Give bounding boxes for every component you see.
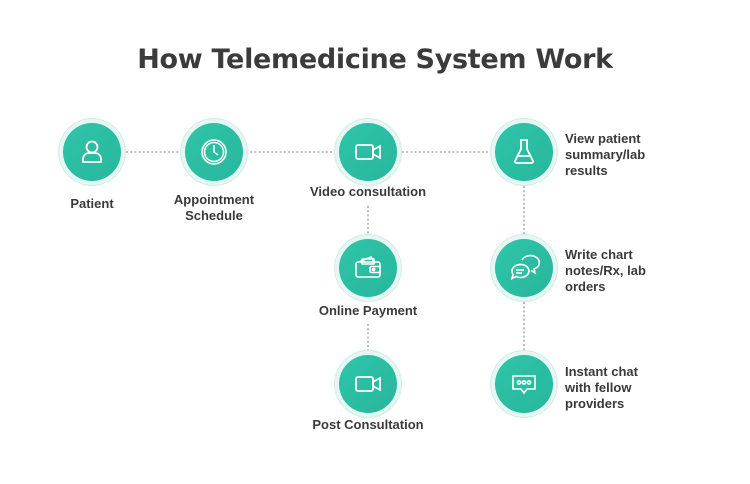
lab-label-line3: results (565, 163, 608, 178)
user-icon (82, 140, 102, 163)
notes-label: Write chart notes/Rx, lab orders (565, 247, 675, 295)
wallet-icon (355, 255, 381, 278)
video-camera-icon (355, 376, 381, 392)
appointment-node (185, 123, 243, 181)
appointment-label-line2: Schedule (185, 208, 243, 223)
chat-label-line3: providers (565, 396, 625, 411)
lab-label: View patient summary/lab results (565, 131, 675, 179)
diagram-title: How Telemedicine System Work (137, 44, 613, 75)
notes-node (495, 239, 553, 297)
chat-label: Instant chat with fellow providers (565, 364, 675, 412)
post-label: Post Consultation (312, 417, 424, 432)
chat-label-line2: with fellow (565, 380, 632, 395)
video-node (339, 123, 397, 181)
patient-node (63, 123, 121, 181)
chat-label-line1: Instant chat (565, 364, 638, 379)
appointment-label-line1: Appointment (173, 192, 255, 207)
message-dots-icon (512, 375, 536, 395)
video-label: Video consultation (309, 184, 427, 199)
chat-node (495, 355, 553, 413)
payment-label: Online Payment (318, 303, 418, 318)
post-node (339, 355, 397, 413)
notes-label-line2: notes/Rx, lab (565, 263, 646, 278)
appointment-label: Appointment Schedule (164, 192, 264, 224)
clock-icon (201, 139, 227, 165)
notes-label-line3: orders (565, 279, 606, 294)
video-camera-icon (355, 144, 381, 160)
lab-label-line1: View patient (565, 131, 641, 146)
lab-node (495, 123, 553, 181)
flask-icon (514, 139, 534, 164)
lab-label-line2: summary/lab (565, 147, 646, 162)
patient-label: Patient (70, 196, 114, 211)
chat-bubbles-icon (510, 254, 541, 280)
notes-label-line1: Write chart (565, 247, 633, 262)
payment-node (339, 239, 397, 297)
